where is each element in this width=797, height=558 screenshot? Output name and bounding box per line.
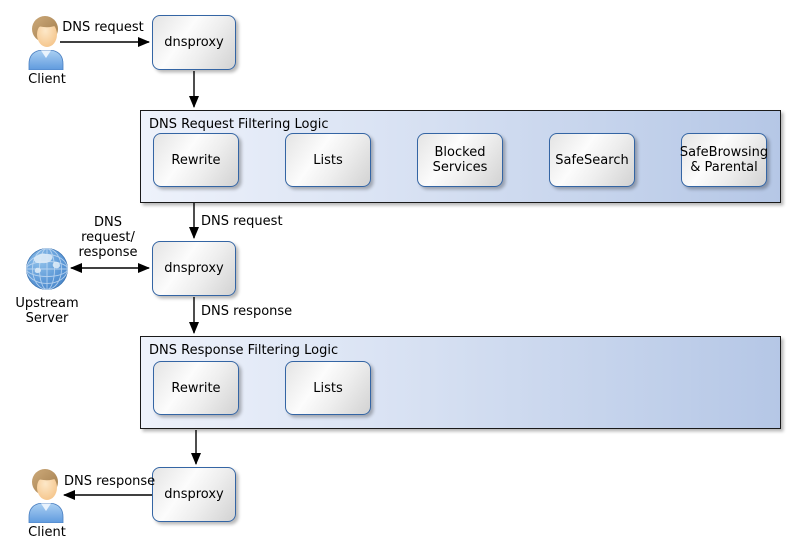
edge-label-filtered-request: DNS request (201, 214, 283, 229)
step-blocked-services: Blocked Services (417, 133, 503, 187)
step-label: SafeBrowsing & Parental (679, 145, 769, 175)
client-icon-bottom (26, 467, 66, 524)
step-label: Lists (313, 152, 343, 168)
step-label: Rewrite (171, 152, 221, 168)
step-label: Lists (313, 380, 343, 396)
edge-label-client-response: DNS response (64, 474, 156, 489)
step-rewrite-request: Rewrite (153, 133, 239, 187)
step-label: Rewrite (171, 380, 221, 396)
request-filter-title: DNS Request Filtering Logic (149, 117, 329, 132)
step-safebrowsing-parental: SafeBrowsing & Parental (679, 133, 769, 187)
step-lists-request: Lists (285, 133, 371, 187)
edge-label-proxy-response: DNS response (201, 304, 293, 319)
upstream-server-icon (25, 247, 69, 291)
response-filter-title: DNS Response Filtering Logic (149, 343, 339, 358)
step-lists-response: Lists (285, 361, 371, 415)
step-label: Blocked Services (432, 145, 488, 175)
client-top-label: Client (28, 72, 66, 87)
dns-response-filtering-container: DNS Response Filtering Logic Rewrite Lis… (140, 336, 781, 429)
step-rewrite-response: Rewrite (153, 361, 239, 415)
step-safesearch: SafeSearch (549, 133, 635, 187)
client-icon-top (26, 14, 66, 71)
dnsproxy-node-2: dnsproxy (152, 241, 236, 296)
edge-label-client-request: DNS request (62, 20, 144, 35)
dnsproxy-node-1: dnsproxy (152, 15, 236, 70)
edge-label-upstream-exchange: DNS request/ response (78, 215, 138, 260)
dns-request-filtering-container: DNS Request Filtering Logic Rewrite List… (140, 110, 781, 203)
dnsproxy-node-3: dnsproxy (152, 467, 236, 522)
client-bottom-label: Client (28, 525, 66, 540)
dnsproxy-3-label: dnsproxy (164, 487, 224, 502)
step-label: SafeSearch (555, 152, 629, 168)
dnsproxy-2-label: dnsproxy (164, 261, 224, 276)
upstream-server-label: Upstream Server (15, 296, 79, 326)
dnsproxy-1-label: dnsproxy (164, 35, 224, 50)
